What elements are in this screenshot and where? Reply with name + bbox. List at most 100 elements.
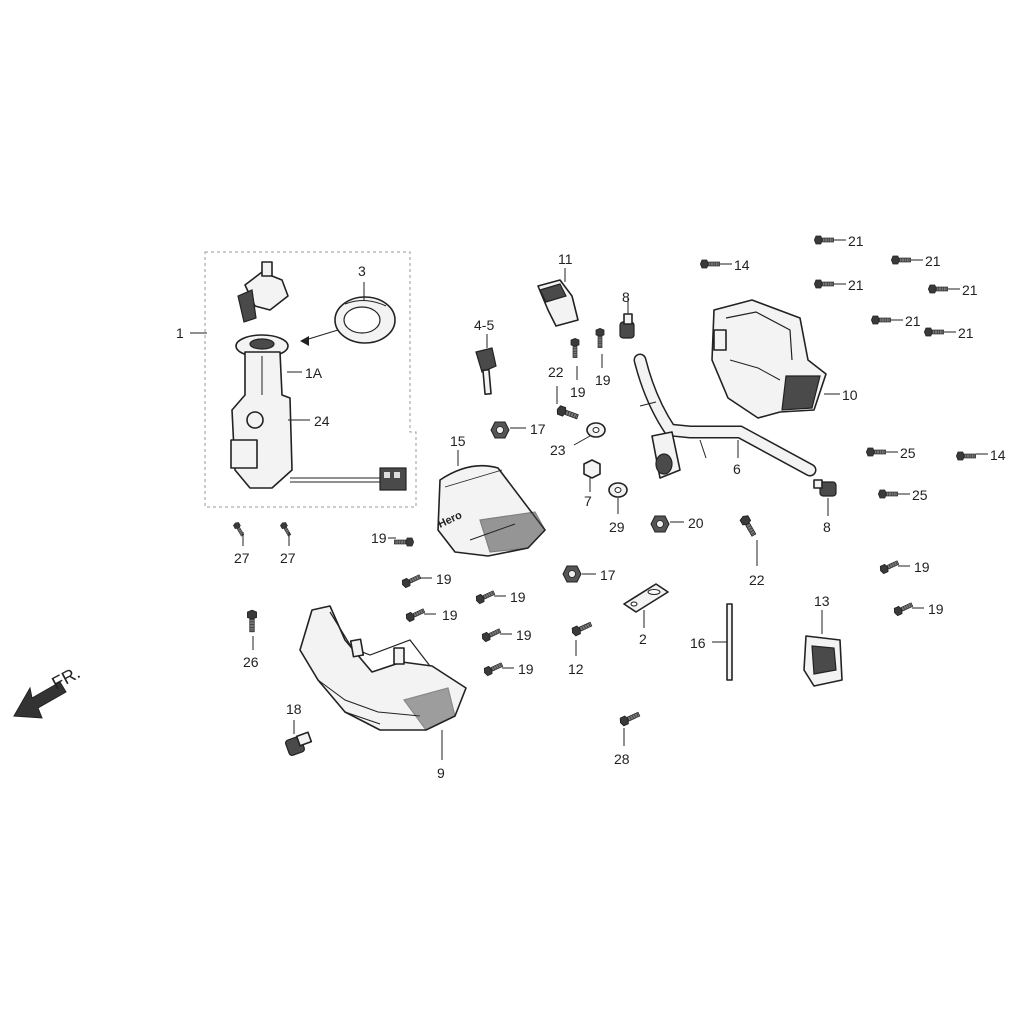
- bolt-19-f: 19: [474, 588, 526, 605]
- front-direction-marker: FR.: [13, 662, 83, 719]
- bolt-19-h: 19: [482, 660, 534, 677]
- bolt-14-right: 14: [956, 447, 1006, 463]
- arrow-head: [300, 336, 309, 346]
- label-6: 6: [733, 461, 741, 477]
- label-16: 16: [690, 635, 706, 651]
- label-19: 19: [570, 384, 586, 400]
- bolt-26: 26: [243, 609, 259, 670]
- label-14: 14: [990, 447, 1006, 463]
- bolt-21-f: 21: [924, 325, 974, 341]
- label-11: 11: [558, 251, 573, 267]
- bolt-22-upper: 22: [548, 364, 580, 422]
- bolt-19-d: 19: [400, 571, 452, 589]
- bolt-22-lower: 22: [738, 513, 765, 588]
- washer-29: 29: [608, 482, 628, 535]
- bolt-28: 28: [614, 709, 642, 767]
- key-tab: [261, 261, 273, 277]
- bolt-14-upper: 14: [700, 257, 750, 273]
- label-19: 19: [595, 372, 611, 388]
- label-26: 26: [243, 654, 259, 670]
- ignition-switch-assembly: 1 3 1A 24: [176, 251, 417, 508]
- label-21: 21: [958, 325, 974, 341]
- label-9: 9: [437, 765, 445, 781]
- label-27: 27: [280, 550, 296, 566]
- grommet-8-upper: 8: [619, 289, 635, 339]
- label-21: 21: [848, 233, 864, 249]
- switch-cover-ring: [334, 296, 396, 344]
- assembly-boundary: [204, 251, 417, 508]
- bolt-19-i: 19: [878, 558, 930, 575]
- label-20: 20: [688, 515, 704, 531]
- label-19: 19: [436, 571, 452, 587]
- label-29: 29: [609, 519, 625, 535]
- plate-2: 2: [623, 583, 669, 647]
- key-wing: [237, 289, 257, 323]
- nut-7: 7: [583, 459, 601, 509]
- bolt-21-e: 21: [871, 313, 921, 329]
- label-8: 8: [823, 519, 831, 535]
- label-28: 28: [614, 751, 630, 767]
- switch-block: [230, 439, 258, 469]
- bolt-19-b: 19: [595, 327, 611, 388]
- bolt-12: 12: [568, 619, 594, 677]
- handle-lower-cover: 9: [299, 605, 467, 781]
- label-15: 15: [450, 433, 466, 449]
- bolt-21-c: 21: [814, 277, 864, 293]
- plug-18: 18: [284, 701, 313, 757]
- label-19: 19: [371, 530, 387, 546]
- label-21: 21: [848, 277, 864, 293]
- handle-upper-cover: 10: [711, 299, 858, 419]
- key-blank: 4-5: [474, 317, 497, 396]
- label-25: 25: [912, 487, 928, 503]
- handlebar: 6: [633, 353, 817, 479]
- label-19: 19: [914, 559, 930, 575]
- screw-27-right: 27: [279, 521, 296, 566]
- bracket-11: 11: [537, 251, 579, 327]
- bolt-25-b: 25: [878, 487, 928, 503]
- bolt-25-a: 25: [866, 445, 916, 461]
- label-18: 18: [286, 701, 302, 717]
- grommet-8-lower: 8: [813, 479, 837, 535]
- washer-23: 23: [550, 422, 606, 458]
- label-24: 24: [314, 413, 330, 429]
- label-7: 7: [584, 493, 592, 509]
- nut-17-upper: 17: [490, 421, 546, 439]
- switch-13: 13: [803, 593, 843, 687]
- headlight-visor: Hero 15: [436, 433, 546, 557]
- front-arrow: [13, 681, 67, 719]
- nut-20: 20: [650, 515, 704, 533]
- label-10: 10: [842, 387, 858, 403]
- label-19: 19: [928, 601, 944, 617]
- label-12: 12: [568, 661, 584, 677]
- label-3: 3: [358, 263, 366, 279]
- label-17: 17: [530, 421, 546, 437]
- label-22: 22: [548, 364, 564, 380]
- label-1A: 1A: [305, 365, 323, 381]
- bolt-21-b: 21: [891, 253, 941, 269]
- label-19: 19: [516, 627, 532, 643]
- label-25: 25: [900, 445, 916, 461]
- label-4-5: 4-5: [474, 317, 494, 333]
- label-14: 14: [734, 257, 750, 273]
- label-8: 8: [622, 289, 630, 305]
- label-19: 19: [442, 607, 458, 623]
- nut-17-lower: 17: [562, 565, 616, 583]
- bolt-19-g: 19: [480, 626, 532, 643]
- label-2: 2: [639, 631, 647, 647]
- label-1: 1: [176, 325, 184, 341]
- screw-27-left: 27: [232, 521, 250, 566]
- bolt-19-c: 19: [371, 530, 415, 547]
- label-23: 23: [550, 442, 566, 458]
- bolt-19-a: 19: [570, 337, 586, 400]
- bolt-19-e: 19: [404, 606, 458, 623]
- bolt-21-a: 21: [814, 233, 864, 249]
- label-17: 17: [600, 567, 616, 583]
- label-27: 27: [234, 550, 250, 566]
- label-19: 19: [510, 589, 526, 605]
- label-22: 22: [749, 572, 765, 588]
- rod-16: 16: [690, 603, 733, 681]
- bolt-21-d: 21: [928, 282, 978, 298]
- label-21: 21: [925, 253, 941, 269]
